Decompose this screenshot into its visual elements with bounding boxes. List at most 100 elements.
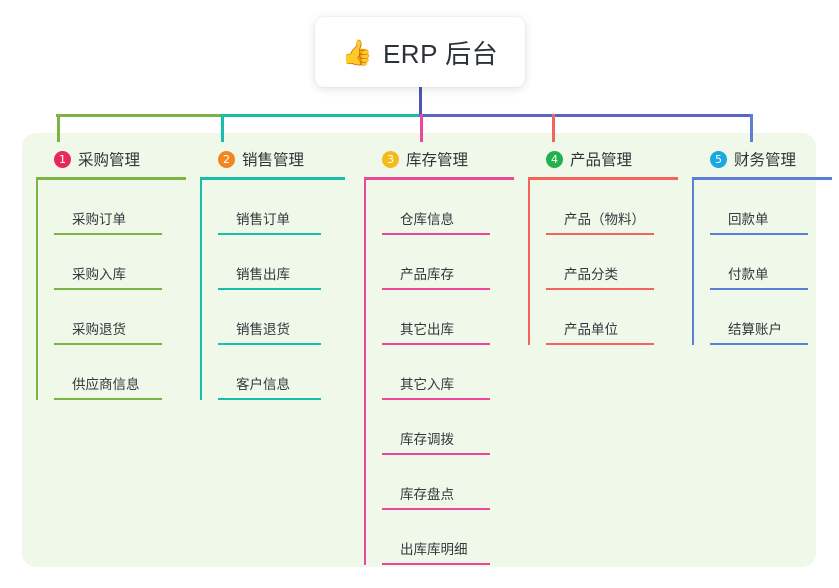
branch-item-rule	[382, 563, 490, 565]
branch-item[interactable]: 库存盘点	[382, 455, 514, 510]
branch-item[interactable]: 销售出库	[218, 235, 345, 290]
branch-item-label: 付款单	[728, 267, 769, 282]
branch-item-label: 采购订单	[72, 212, 126, 227]
branch-item-label: 销售订单	[236, 212, 290, 227]
branch-item-rule	[218, 233, 321, 235]
branch-item[interactable]: 仓库信息	[382, 180, 514, 235]
branch-item[interactable]: 采购订单	[54, 180, 186, 235]
branch-item-label: 结算账户	[728, 322, 782, 337]
connector-drop-4	[552, 114, 555, 142]
branch-item-label: 客户信息	[236, 377, 290, 392]
branch-item-label: 采购退货	[72, 322, 126, 337]
connector-drop-3	[420, 114, 423, 142]
branch-item-rule	[382, 233, 490, 235]
branch-column-5: 5 财务管理回款单付款单结算账户	[692, 146, 832, 345]
connector-bus-teal	[220, 114, 421, 117]
connector-bus-blue	[419, 114, 752, 117]
branch-item[interactable]: 回款单	[710, 180, 832, 235]
branch-item[interactable]: 出库库明细	[382, 510, 514, 565]
connector-drop-2	[221, 114, 224, 142]
branch-title: 库存管理	[406, 152, 469, 169]
branch-column-4: 4 产品管理产品（物料） 产品分类产品单位	[528, 146, 678, 345]
branch-item-label: 仓库信息	[400, 212, 454, 227]
branch-spine	[528, 180, 530, 345]
branch-item-label: 产品库存	[400, 267, 454, 282]
branch-items: 仓库信息产品库存其它出库其它入库库存调拨库存盘点出库库明细	[364, 180, 514, 565]
branch-items: 回款单付款单结算账户	[692, 180, 832, 345]
root-node-card[interactable]: 👍 ERP 后台	[315, 17, 525, 87]
connector-bus-green	[56, 114, 222, 117]
branch-title: 产品管理	[570, 152, 633, 169]
branch-header-4[interactable]: 4 产品管理	[528, 146, 678, 172]
branch-items: 产品（物料） 产品分类产品单位	[528, 180, 678, 345]
branch-item-rule	[382, 453, 490, 455]
branch-item-label: 销售退货	[236, 322, 290, 337]
branch-item-label: 出库库明细	[400, 542, 468, 557]
branch-item-label: 产品单位	[564, 322, 618, 337]
connector-root-stem	[419, 86, 422, 117]
branch-item-label: 产品分类	[564, 267, 618, 282]
branch-header-2[interactable]: 2 销售管理	[200, 146, 345, 172]
branch-title: 财务管理	[734, 152, 797, 169]
branch-spine	[364, 180, 366, 565]
branch-item[interactable]: 库存调拨	[382, 400, 514, 455]
branch-item-rule	[710, 343, 808, 345]
branch-header-rule	[692, 177, 832, 180]
branch-number-badge: 2	[218, 150, 235, 168]
branch-header-5[interactable]: 5 财务管理	[692, 146, 832, 172]
thumbs-up-icon: 👍	[341, 37, 373, 67]
branch-number-badge: 5	[710, 150, 727, 168]
branch-item[interactable]: 客户信息	[218, 345, 345, 400]
branch-spine	[36, 180, 38, 400]
branch-item-label: 库存调拨	[400, 432, 454, 447]
branch-item-label: 销售出库	[236, 267, 290, 282]
branch-item-rule	[54, 288, 162, 290]
branch-spine	[200, 180, 202, 400]
branch-item[interactable]: 产品单位	[546, 290, 678, 345]
branch-item[interactable]: 产品库存	[382, 235, 514, 290]
connector-drop-5	[750, 114, 753, 142]
branch-item[interactable]: 采购入库	[54, 235, 186, 290]
branch-item-rule	[54, 343, 162, 345]
branch-item[interactable]: 其它入库	[382, 345, 514, 400]
connector-drop-1	[57, 114, 60, 142]
branch-header-rule	[36, 177, 186, 180]
branch-items: 采购订单采购入库采购退货供应商信息	[36, 180, 186, 400]
branch-item-rule	[54, 233, 162, 235]
branch-item-label: 其它出库	[400, 322, 454, 337]
branch-item-label: 采购入库	[72, 267, 126, 282]
root-node-title: ERP 后台	[382, 38, 499, 69]
branch-title: 销售管理	[242, 152, 305, 169]
branch-item-rule	[546, 343, 654, 345]
root-node-content: 👍 ERP 后台	[342, 34, 498, 71]
branch-number-badge: 4	[546, 150, 563, 168]
branch-header-rule	[200, 177, 345, 180]
branches-panel	[22, 133, 816, 567]
branch-item-rule	[546, 233, 654, 235]
branch-item-rule	[382, 343, 490, 345]
branch-number-badge: 1	[54, 150, 71, 168]
branch-item-rule	[382, 508, 490, 510]
branch-item[interactable]: 销售退货	[218, 290, 345, 345]
branch-item[interactable]: 采购退货	[54, 290, 186, 345]
branch-item[interactable]: 销售订单	[218, 180, 345, 235]
branch-item-label: 产品（物料）	[564, 212, 645, 227]
branch-item-label: 库存盘点	[400, 487, 454, 502]
branch-item-rule	[710, 233, 808, 235]
branch-item[interactable]: 结算账户	[710, 290, 832, 345]
branch-item[interactable]: 产品分类	[546, 235, 678, 290]
branch-item-rule	[218, 398, 321, 400]
branch-item-rule	[218, 343, 321, 345]
branch-item[interactable]: 其它出库	[382, 290, 514, 345]
branch-item[interactable]: 供应商信息	[54, 345, 186, 400]
branch-item-rule	[218, 288, 321, 290]
branch-item-label: 供应商信息	[72, 377, 140, 392]
branch-item[interactable]: 付款单	[710, 235, 832, 290]
branch-item-rule	[710, 288, 808, 290]
branch-item[interactable]: 产品（物料）	[546, 180, 678, 235]
